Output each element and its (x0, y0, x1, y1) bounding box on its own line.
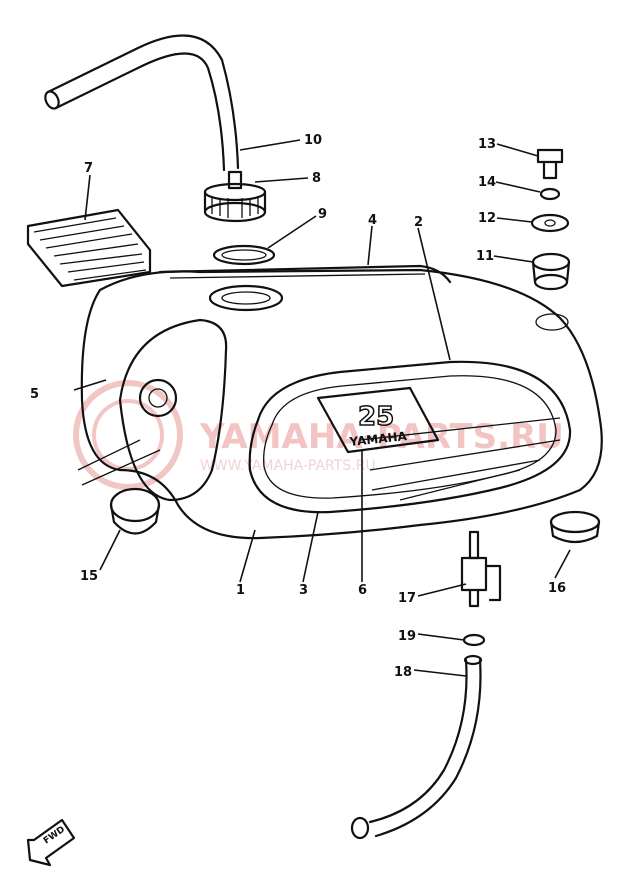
part-label-2: 2 (414, 215, 423, 230)
part-number-labels: 10 8 9 4 2 7 5 1 3 6 15 16 17 19 18 13 1… (30, 133, 566, 680)
part-label-17: 17 (398, 591, 416, 606)
part-label-5: 5 (30, 387, 39, 402)
part-label-13: 13 (478, 137, 496, 152)
tank-emblem: 25 YAMAHA (316, 386, 440, 454)
part-label-11: 11 (476, 249, 494, 264)
cap-gasket (212, 244, 276, 266)
part-label-3: 3 (299, 583, 308, 598)
fuel-cock (460, 530, 502, 608)
lock-washer (539, 187, 561, 201)
fwd-label: FWD (42, 825, 67, 847)
collar (530, 213, 570, 233)
tank-cap-rubber (109, 487, 161, 535)
part-label-18: 18 (394, 665, 412, 680)
emblem-number: 25 (358, 402, 394, 432)
part-label-15: 15 (80, 569, 98, 584)
part-label-9: 9 (318, 207, 327, 222)
part-label-4: 4 (368, 213, 377, 228)
tank-emblem-trim (248, 360, 572, 514)
forward-direction-arrow: FWD (26, 818, 76, 867)
part-label-6: 6 (358, 583, 367, 598)
vent-hose (44, 34, 240, 172)
part-label-19: 19 (398, 629, 416, 644)
part-label-1: 1 (236, 583, 245, 598)
part-label-7: 7 (84, 161, 93, 176)
grommet (549, 510, 601, 544)
bolt (536, 148, 564, 180)
damper-rubber (531, 252, 571, 291)
part-label-14: 14 (478, 175, 496, 190)
knee-grip-rubber (77, 318, 228, 502)
hose-clip (462, 633, 486, 647)
caution-label (26, 208, 152, 288)
fuel-hose (350, 654, 483, 840)
fuel-tank (80, 264, 603, 540)
part-label-8: 8 (312, 171, 321, 186)
part-label-16: 16 (548, 581, 566, 596)
fuel-cap (203, 170, 267, 223)
emblem-brand: YAMAHA (348, 429, 408, 449)
part-label-10: 10 (304, 133, 322, 148)
leader-lines (73, 139, 571, 677)
part-label-12: 12 (478, 211, 496, 226)
watermark-sub: WWW.YAMAHA-PARTS.RU (200, 458, 376, 474)
